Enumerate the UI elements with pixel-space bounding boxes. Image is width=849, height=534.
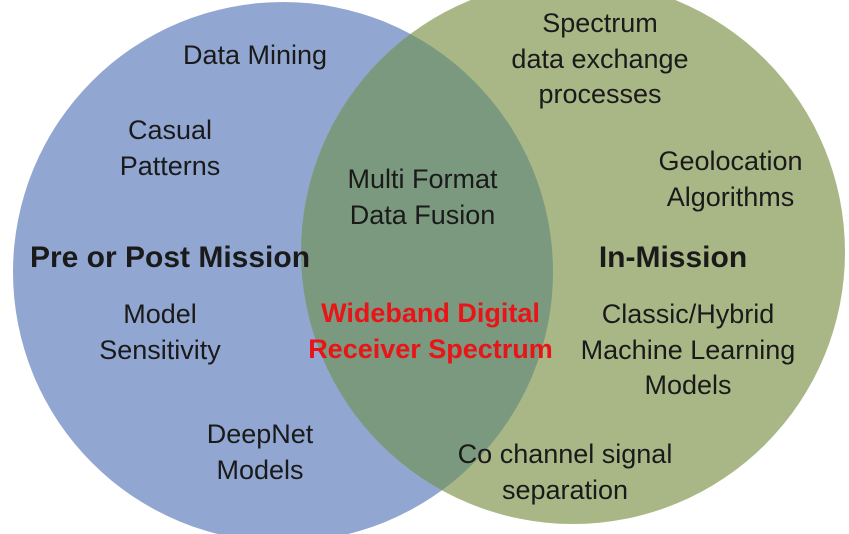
label-deepnet-models: DeepNet Models (206, 419, 314, 485)
label-spectrum-data-exchange: Spectrum data exchange processes (511, 8, 689, 110)
label-classic-hybrid-ml-models: Classic/Hybrid Machine Learning Models (580, 299, 796, 401)
label-in-mission-title: In-Mission (598, 241, 748, 274)
label-data-mining: Data Mining (182, 40, 328, 70)
label-multi-format-data-fusion: Multi Format Data Fusion (347, 164, 498, 230)
label-pre-post-mission-title: Pre or Post Mission (29, 241, 311, 274)
label-co-channel-signal-separation: Co channel signal separation (457, 439, 673, 505)
label-model-sensitivity: Model Sensitivity (99, 299, 221, 365)
label-geolocation-algorithms: Geolocation Algorithms (658, 146, 803, 212)
label-wideband-digital-receiver-spectrum: Wideband Digital Receiver Spectrum (308, 298, 553, 364)
label-casual-patterns: Casual Patterns (119, 115, 221, 181)
overlap-lens (301, 2, 553, 524)
